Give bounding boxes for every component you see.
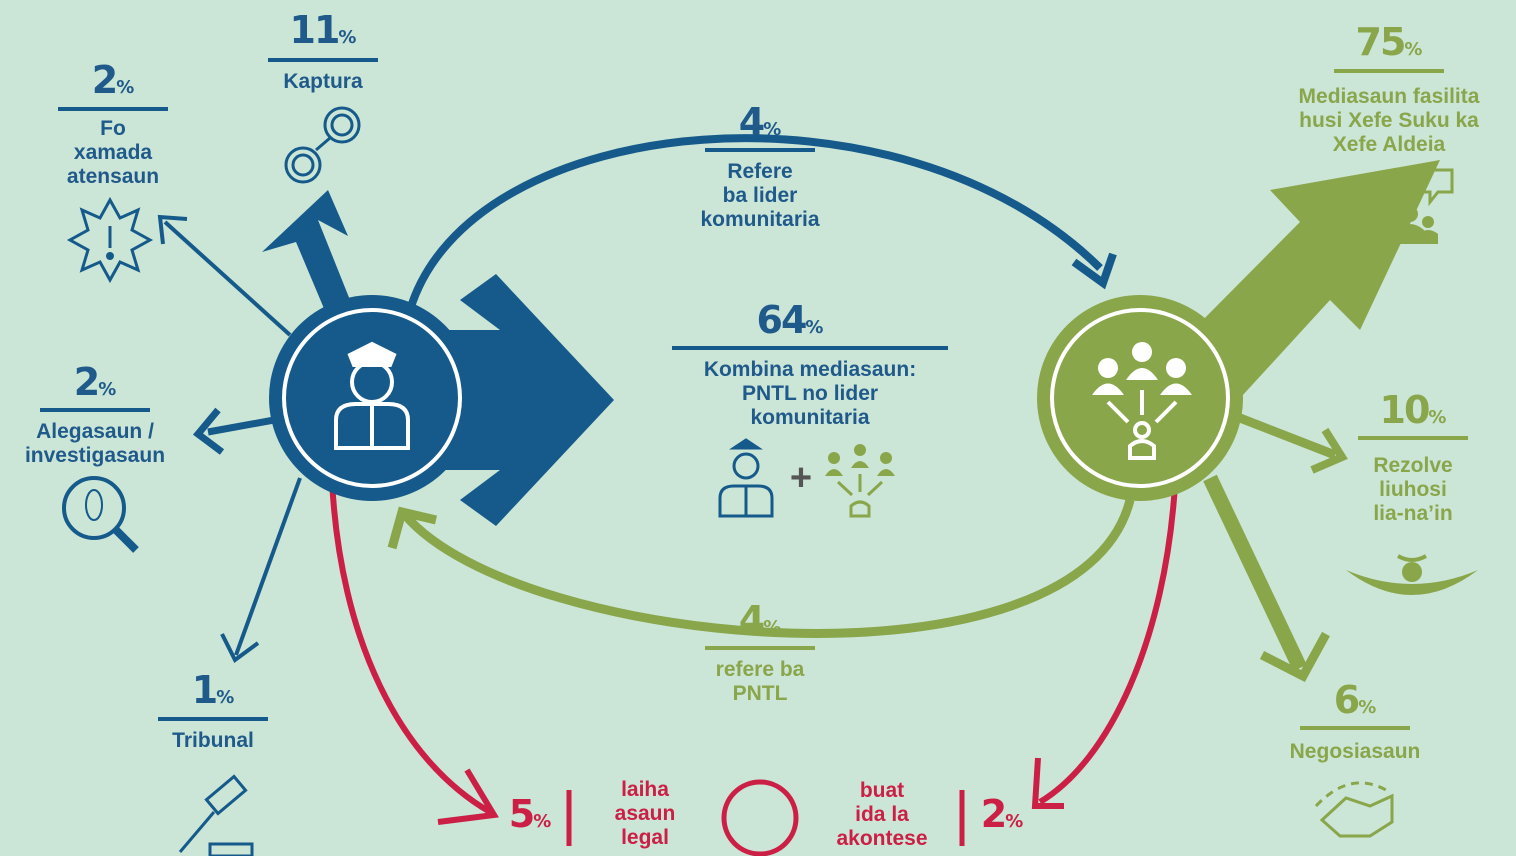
- outcome-circle: [721, 779, 799, 856]
- arrow-to-tribunal: [220, 477, 302, 664]
- community-leaders-icon: [1092, 342, 1192, 460]
- magnifier-footprint-icon: [62, 476, 139, 553]
- kombina-plus: +: [789, 457, 813, 499]
- arrow-to-rezolve: [1238, 413, 1348, 474]
- negosiasaun-rule: [1300, 726, 1410, 730]
- arc-refere-lider: [406, 134, 1117, 312]
- fo-xamada-rule: [58, 107, 168, 111]
- negosiasaun-label: Negosiasaun: [1289, 740, 1421, 763]
- negosiasaun-percent: 6%: [1333, 678, 1377, 722]
- arrow-to-laiha-asaun: [329, 479, 499, 825]
- mediasaun-percent: 75%: [1355, 20, 1423, 64]
- kaptura-label: Kaptura: [283, 70, 363, 93]
- tribunal-rule: [158, 717, 268, 721]
- big-arrow-kombina: [420, 274, 614, 526]
- tribunal-label: Tribunal: [172, 729, 254, 752]
- mediasaun-rule: [1334, 69, 1444, 73]
- refere-lider-label: Refere ba lider komunitaria: [700, 160, 820, 231]
- speech-group-icon: [1382, 168, 1454, 244]
- alegasaun-label: Alegasaun / investigasaun: [24, 420, 166, 467]
- traditional-boat-icon: [1346, 554, 1478, 595]
- laiha-asaun-label: laiha asaun legal: [614, 778, 676, 849]
- refere-pntl-label: refere ba PNTL: [715, 658, 805, 705]
- kaptura-rule: [268, 58, 378, 62]
- alegasaun-rule: [40, 408, 150, 412]
- police-node: [269, 295, 475, 501]
- arc-refere-pntl: [387, 498, 1135, 638]
- kombina-label: Kombina mediasaun: PNTL no lider komunit…: [703, 358, 917, 429]
- police-officer-icon: [334, 341, 410, 450]
- buat-ida-percent: 2%: [980, 792, 1024, 836]
- arrow-to-kaptura: [262, 190, 350, 318]
- kombina-rule: [672, 346, 948, 350]
- arrow-to-negosiasaun: [1203, 474, 1330, 683]
- arrow-to-buat-ida: [1031, 484, 1178, 809]
- alegasaun-percent: 2%: [73, 360, 117, 404]
- alert-burst-icon: [66, 196, 154, 284]
- small-police-icon: [718, 438, 774, 518]
- fo-xamada-percent: 2%: [91, 58, 135, 102]
- rezolve-percent: 10%: [1379, 388, 1447, 432]
- fo-xamada-label: Fo xamada atensaun: [66, 117, 160, 188]
- rezolve-label: Rezolve liuhosi lia-na’in: [1373, 454, 1453, 525]
- gavel-icon: [178, 774, 254, 856]
- refere-pntl-rule: [705, 646, 815, 650]
- small-community-icon: [825, 444, 895, 518]
- kombina-percent: 64%: [756, 298, 824, 342]
- community-node: [1037, 295, 1243, 501]
- rezolve-rule: [1358, 436, 1468, 440]
- refere-pntl-percent: 4%: [738, 598, 782, 642]
- refere-lider-percent: 4%: [738, 100, 782, 144]
- kaptura-percent: 11%: [289, 8, 357, 52]
- refere-lider-rule: [705, 148, 815, 152]
- tribunal-percent: 1%: [191, 668, 235, 712]
- laiha-asaun-percent: 5%: [508, 792, 552, 836]
- mediasaun-label: Mediasaun fasilita husi Xefe Suku ka Xef…: [1298, 85, 1480, 156]
- handshake-icon: [1314, 781, 1394, 838]
- buat-ida-label: buat ida la akontese: [836, 779, 928, 850]
- handcuffs-icon: [284, 106, 361, 184]
- arrow-to-fo-xamada: [157, 214, 292, 337]
